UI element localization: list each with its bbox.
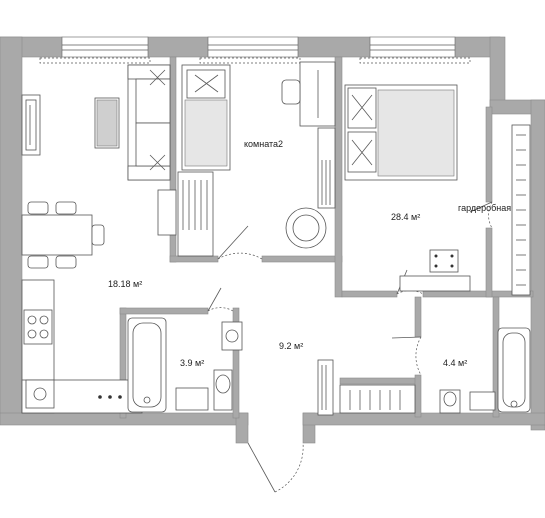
bathroom2-furniture [439,327,531,414]
room2-furniture [157,61,336,257]
hall-furniture [317,359,416,416]
hall-area-label: 9.2 м² [279,341,303,351]
bathroom1-furniture [127,317,243,413]
doors [207,201,493,493]
bedroom-furniture [344,84,531,296]
radiators [39,57,471,64]
living-area-label: 18.18 м² [108,279,142,289]
outer-walls [0,36,545,444]
bathroom2-area-label: 4.4 м² [443,358,467,368]
interior-walls [119,56,534,419]
bedroom-area-label: 28.4 м² [391,212,420,222]
room2-name-label: комната2 [244,139,283,149]
windows [61,36,456,58]
bathroom1-area-label: 3.9 м² [180,358,204,368]
room-labels: 18.18 м² комната2 28.4 м² гардеробная 3.… [108,139,511,368]
wardrobe-name-label: гардеробная [458,203,511,213]
living-kitchen-furniture [21,64,171,414]
